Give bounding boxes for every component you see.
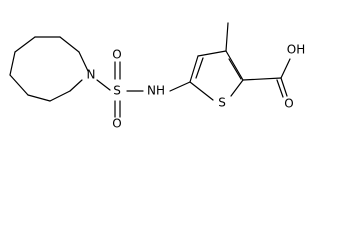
carboxylic-acid-group — [242, 58, 291, 98]
thiophene-ring — [189, 50, 244, 101]
nh-ring-bond — [169, 81, 191, 92]
sulfonyl-oxygen-top-label: O — [112, 48, 121, 62]
sulfonyl-oxygen-bottom-label: O — [112, 117, 121, 131]
ring-nitrogen-label: N — [87, 68, 96, 82]
n-s-bond — [96, 79, 111, 91]
amine-label: NH — [147, 84, 165, 98]
sulfonyl-sulfur-label: S — [113, 84, 121, 98]
thiophene-sulfur-label: S — [218, 96, 226, 110]
sulfonyl-oxygen-bonds — [114, 61, 121, 118]
carbonyl-oxygen-label: O — [284, 97, 293, 111]
methyl-bond — [225, 22, 229, 52]
molecule-structure: N S O O NH S OH O — [9, 22, 305, 131]
azepane-ring — [9, 36, 89, 102]
acid-hydroxyl-label: OH — [287, 43, 305, 57]
